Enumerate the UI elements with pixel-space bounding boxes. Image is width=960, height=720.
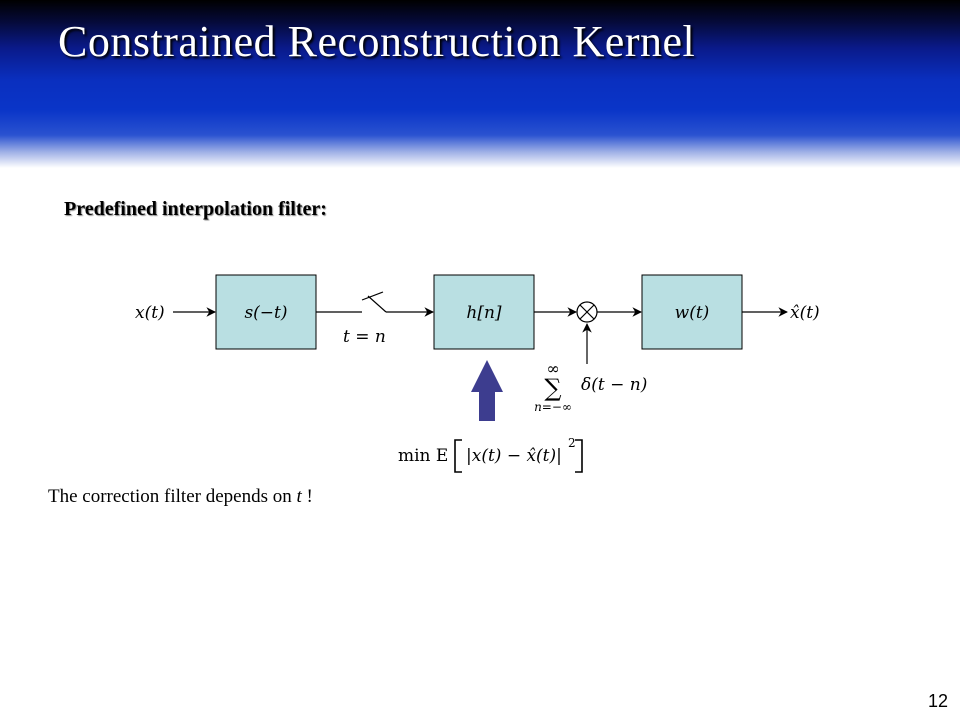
correction-block [641,274,743,350]
criterion-prefix: min E [398,446,448,466]
page-number: 12 [927,691,948,711]
multiplier-cross-b [579,304,595,320]
sum-lower-limit: n=−∞ [534,400,572,414]
slide-title: Constrained Reconstruction Kernel [58,17,696,66]
section-subtitle: Predefined interpolation filter: [64,198,327,220]
sampler-switch-arm [367,295,387,313]
correction-note: The correction filter depends on t ! [48,486,313,508]
criterion-expression: |x(t) − x̂(t)| [466,446,562,466]
note-prefix: The correction filter depends on [48,486,292,507]
right-bracket [575,439,583,473]
sampler-switch [361,291,384,301]
note-suffix: ! [306,486,313,507]
delta-term: δ(t − n) [581,375,647,395]
input-label: x(t) [135,303,165,323]
correction-label: w(t) [675,303,710,323]
sum-symbol: ∑ [544,374,561,402]
interpolation-block [433,274,535,350]
criterion-power: 2 [568,436,576,450]
sampler-label: t = n [343,327,386,347]
big-up-arrow [471,360,503,421]
header-band [0,0,960,168]
prefilter-block [215,274,317,350]
interpolation-label: h[n] [466,303,502,323]
output-label: x̂(t) [790,303,820,323]
left-bracket [454,439,462,473]
sum-upper-limit: ∞ [546,359,559,378]
prefilter-label: s(−t) [244,303,287,323]
note-variable: t [296,486,302,507]
